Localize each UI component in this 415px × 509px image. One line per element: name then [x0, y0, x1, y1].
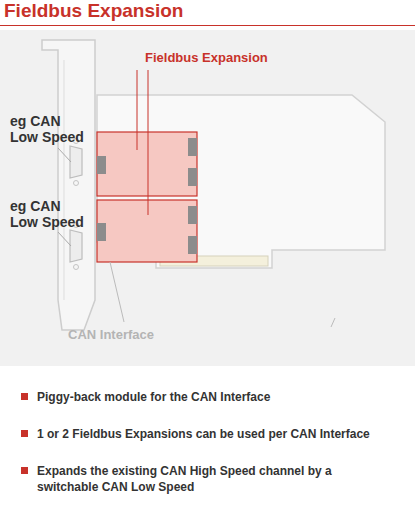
- leader-line: [110, 262, 124, 322]
- screw: [74, 181, 79, 186]
- leader-line: [148, 70, 149, 215]
- bullet-text: Piggy-back module for the CAN Interface: [37, 389, 409, 405]
- bullet-square: [21, 467, 28, 474]
- port-label: eg CAN Low Speed: [10, 198, 90, 230]
- part-label: CAN Interface: [68, 327, 154, 342]
- module-connector: [188, 138, 197, 156]
- db9-connector: [70, 146, 82, 178]
- module-connector: [188, 206, 197, 224]
- fieldbus-module: [97, 132, 197, 196]
- slot-bracket: [42, 40, 95, 330]
- module-connector: [188, 236, 197, 254]
- image-panel: [0, 30, 415, 366]
- part-label: Fieldbus Expansion: [145, 50, 268, 65]
- pcb-card: [97, 95, 385, 268]
- bullet-square: [21, 430, 28, 437]
- title-rule: [0, 25, 415, 26]
- db9-connector: [70, 230, 82, 262]
- module-connector: [97, 223, 106, 241]
- page-title: Fieldbus Expansion: [4, 0, 183, 22]
- module-connector: [188, 168, 197, 186]
- bullet-text: Expands the existing CAN High Speed chan…: [37, 463, 367, 495]
- screw: [74, 265, 79, 270]
- port-label: eg CAN Low Speed: [10, 113, 90, 145]
- leader-line: [58, 232, 71, 246]
- fieldbus-module: [97, 200, 197, 262]
- bullet-text: 1 or 2 Fieldbus Expansions can be used p…: [37, 426, 409, 442]
- leader-line: [58, 148, 71, 162]
- bracket-fold: [64, 60, 65, 300]
- tick-mark: [331, 318, 335, 327]
- leader-line: [137, 70, 138, 150]
- module-connector: [97, 156, 106, 174]
- bullet-square: [21, 393, 28, 400]
